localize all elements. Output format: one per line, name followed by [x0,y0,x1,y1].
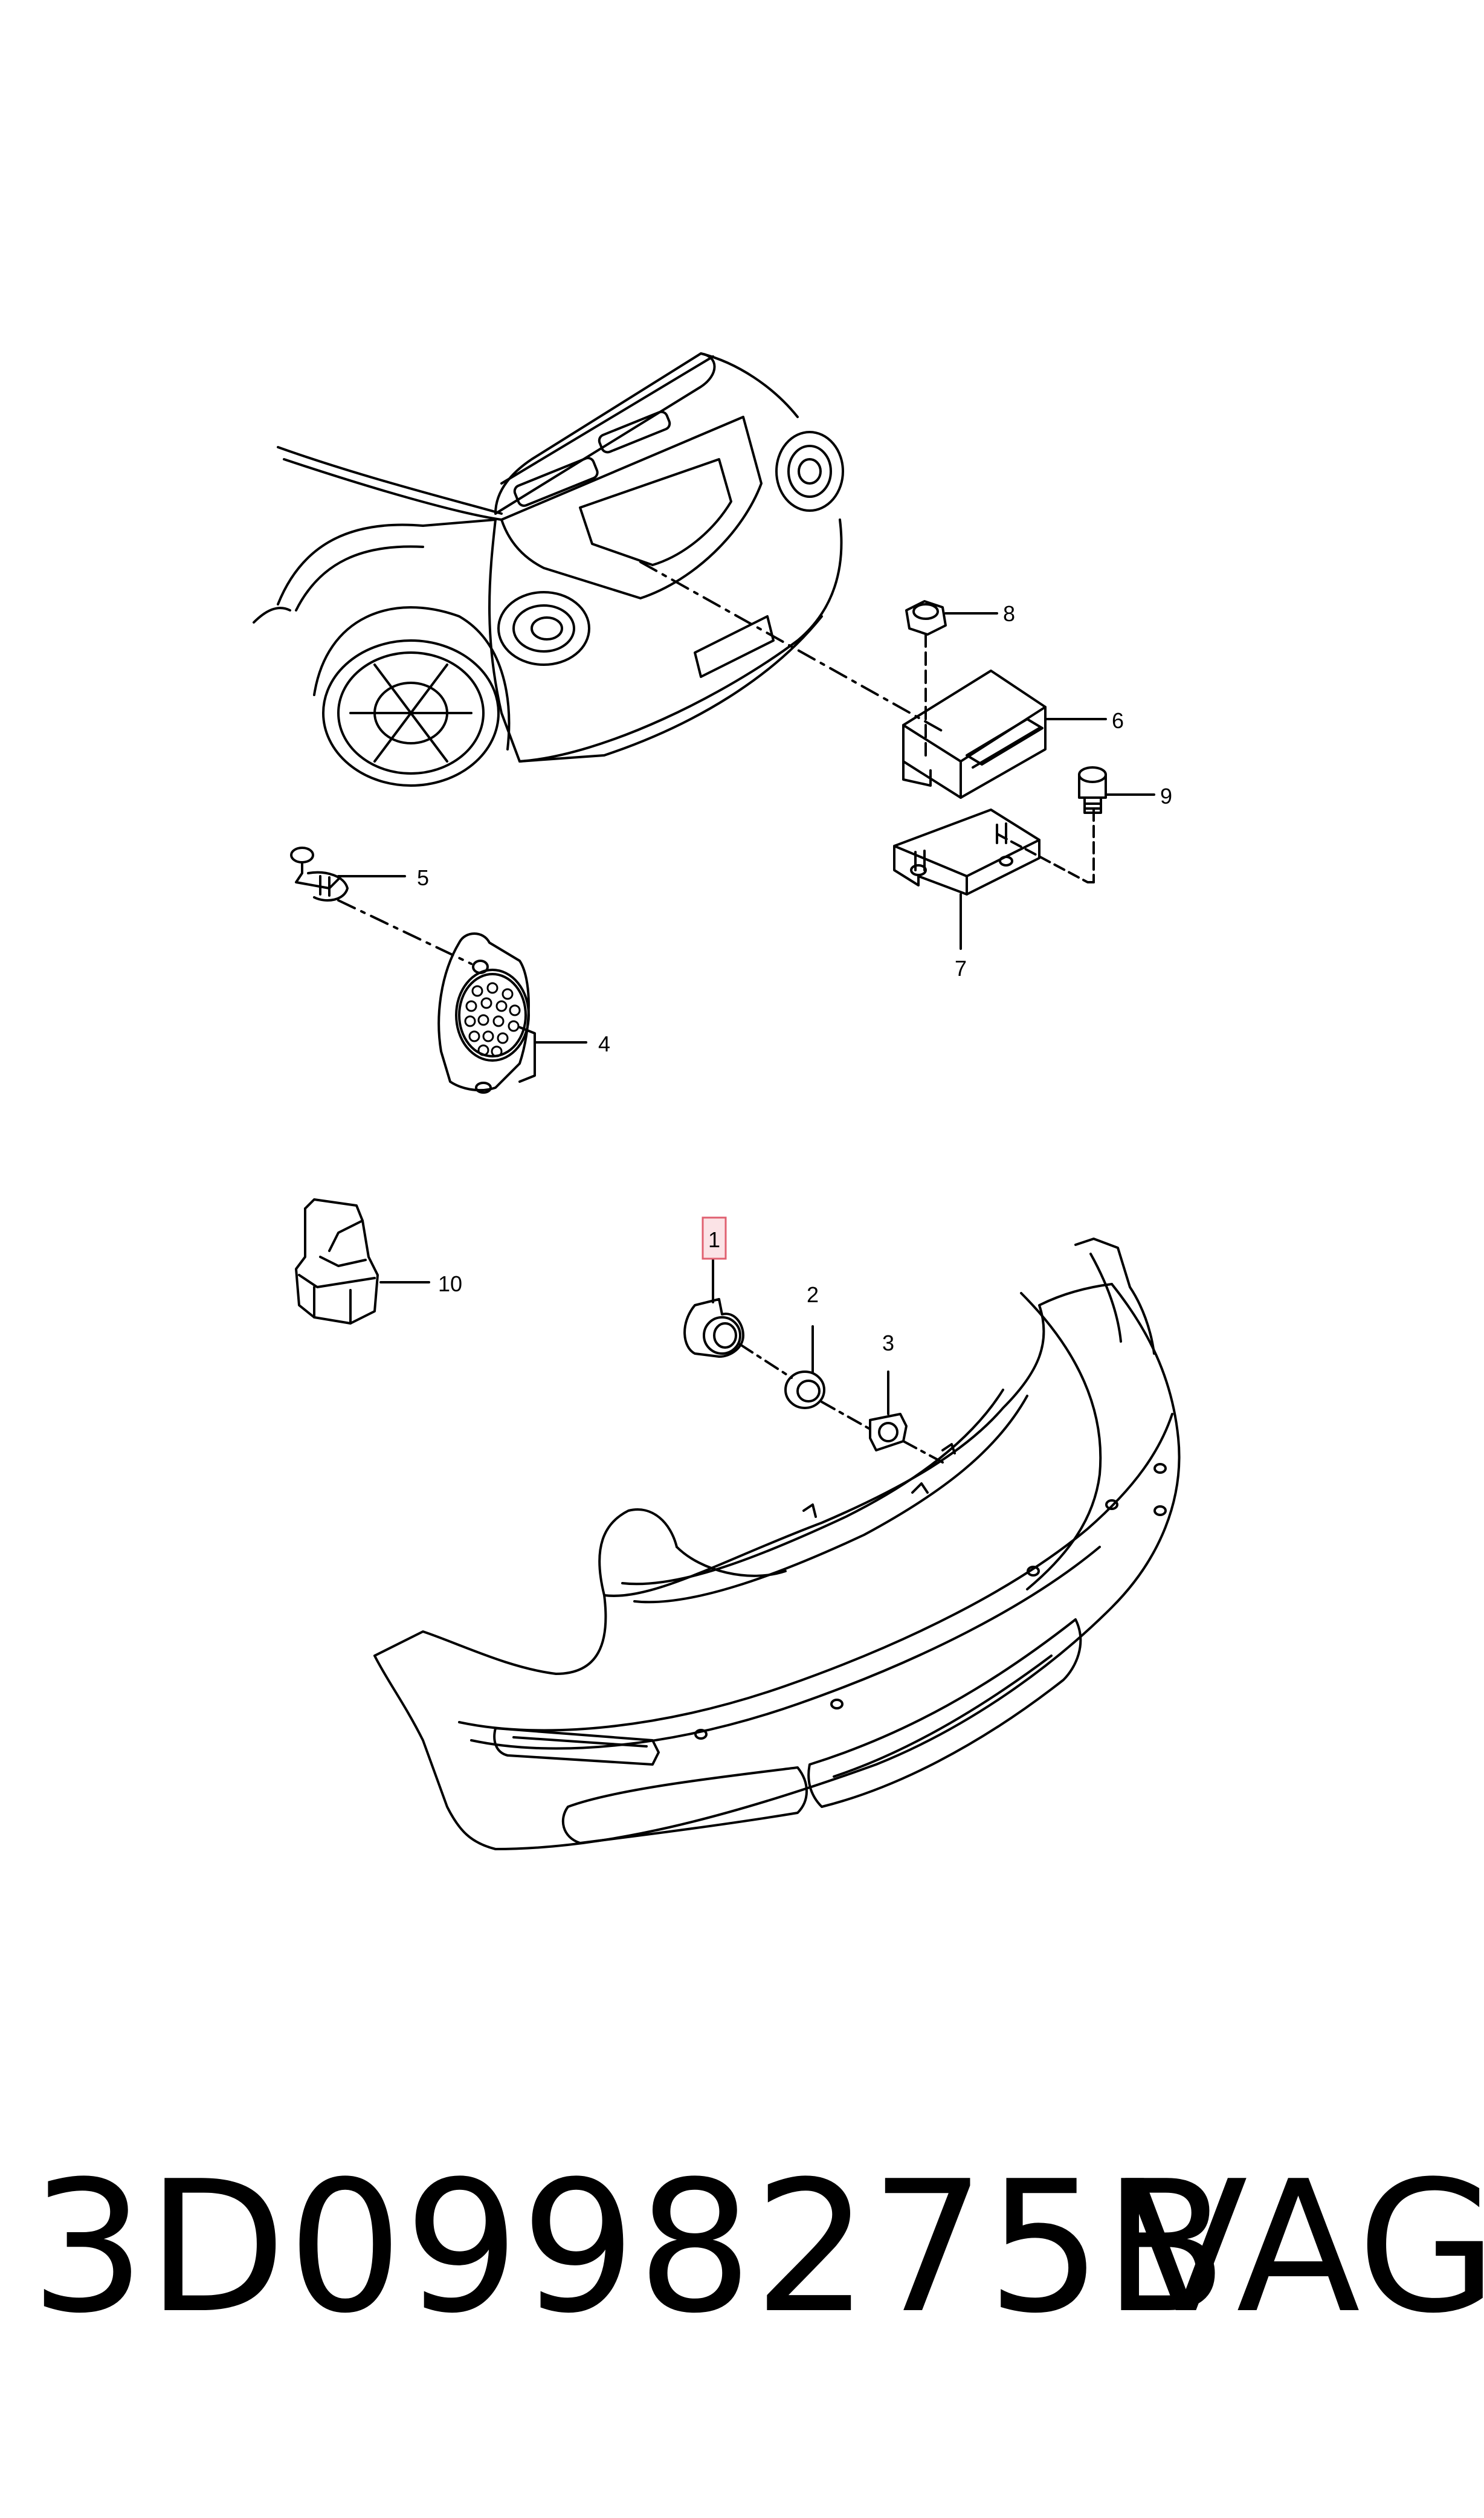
car-rear-illustration [253,352,944,787]
part-2-ring [784,1325,871,1430]
callout-10-label: 10 [438,1271,462,1296]
callout-5-label: 5 [417,865,429,890]
callout-7-label: 7 [955,956,967,981]
part-7-bracket [893,809,1095,950]
callout-8-label: 8 [1003,601,1015,626]
part-3-clip [869,1370,944,1464]
part-5-clip [290,847,473,965]
callout-9-label: 9 [1160,784,1172,809]
callout-labels: 1 2 3 4 5 6 7 8 9 10 [417,601,1172,1355]
callout-4-label: 4 [598,1031,610,1056]
rear-bumper [373,1238,1181,1850]
brand-label: VAG [1124,2142,1484,2353]
part-4-buzzer [437,932,587,1094]
callout-2-label: 2 [807,1282,819,1307]
part-10-holder [295,1198,430,1325]
callout-6-label: 6 [1112,708,1124,733]
part-6-control-unit [902,670,1107,799]
callout-3-label: 3 [882,1331,894,1355]
callout-1-highlight-box [702,1216,727,1260]
part-1-parking-sensor [683,1259,793,1379]
callout-1-label: 1 [708,1227,720,1252]
part-9-screw [1078,766,1155,814]
part-number: 3D0998275B [30,2142,1229,2353]
part-8-nut [905,600,998,763]
